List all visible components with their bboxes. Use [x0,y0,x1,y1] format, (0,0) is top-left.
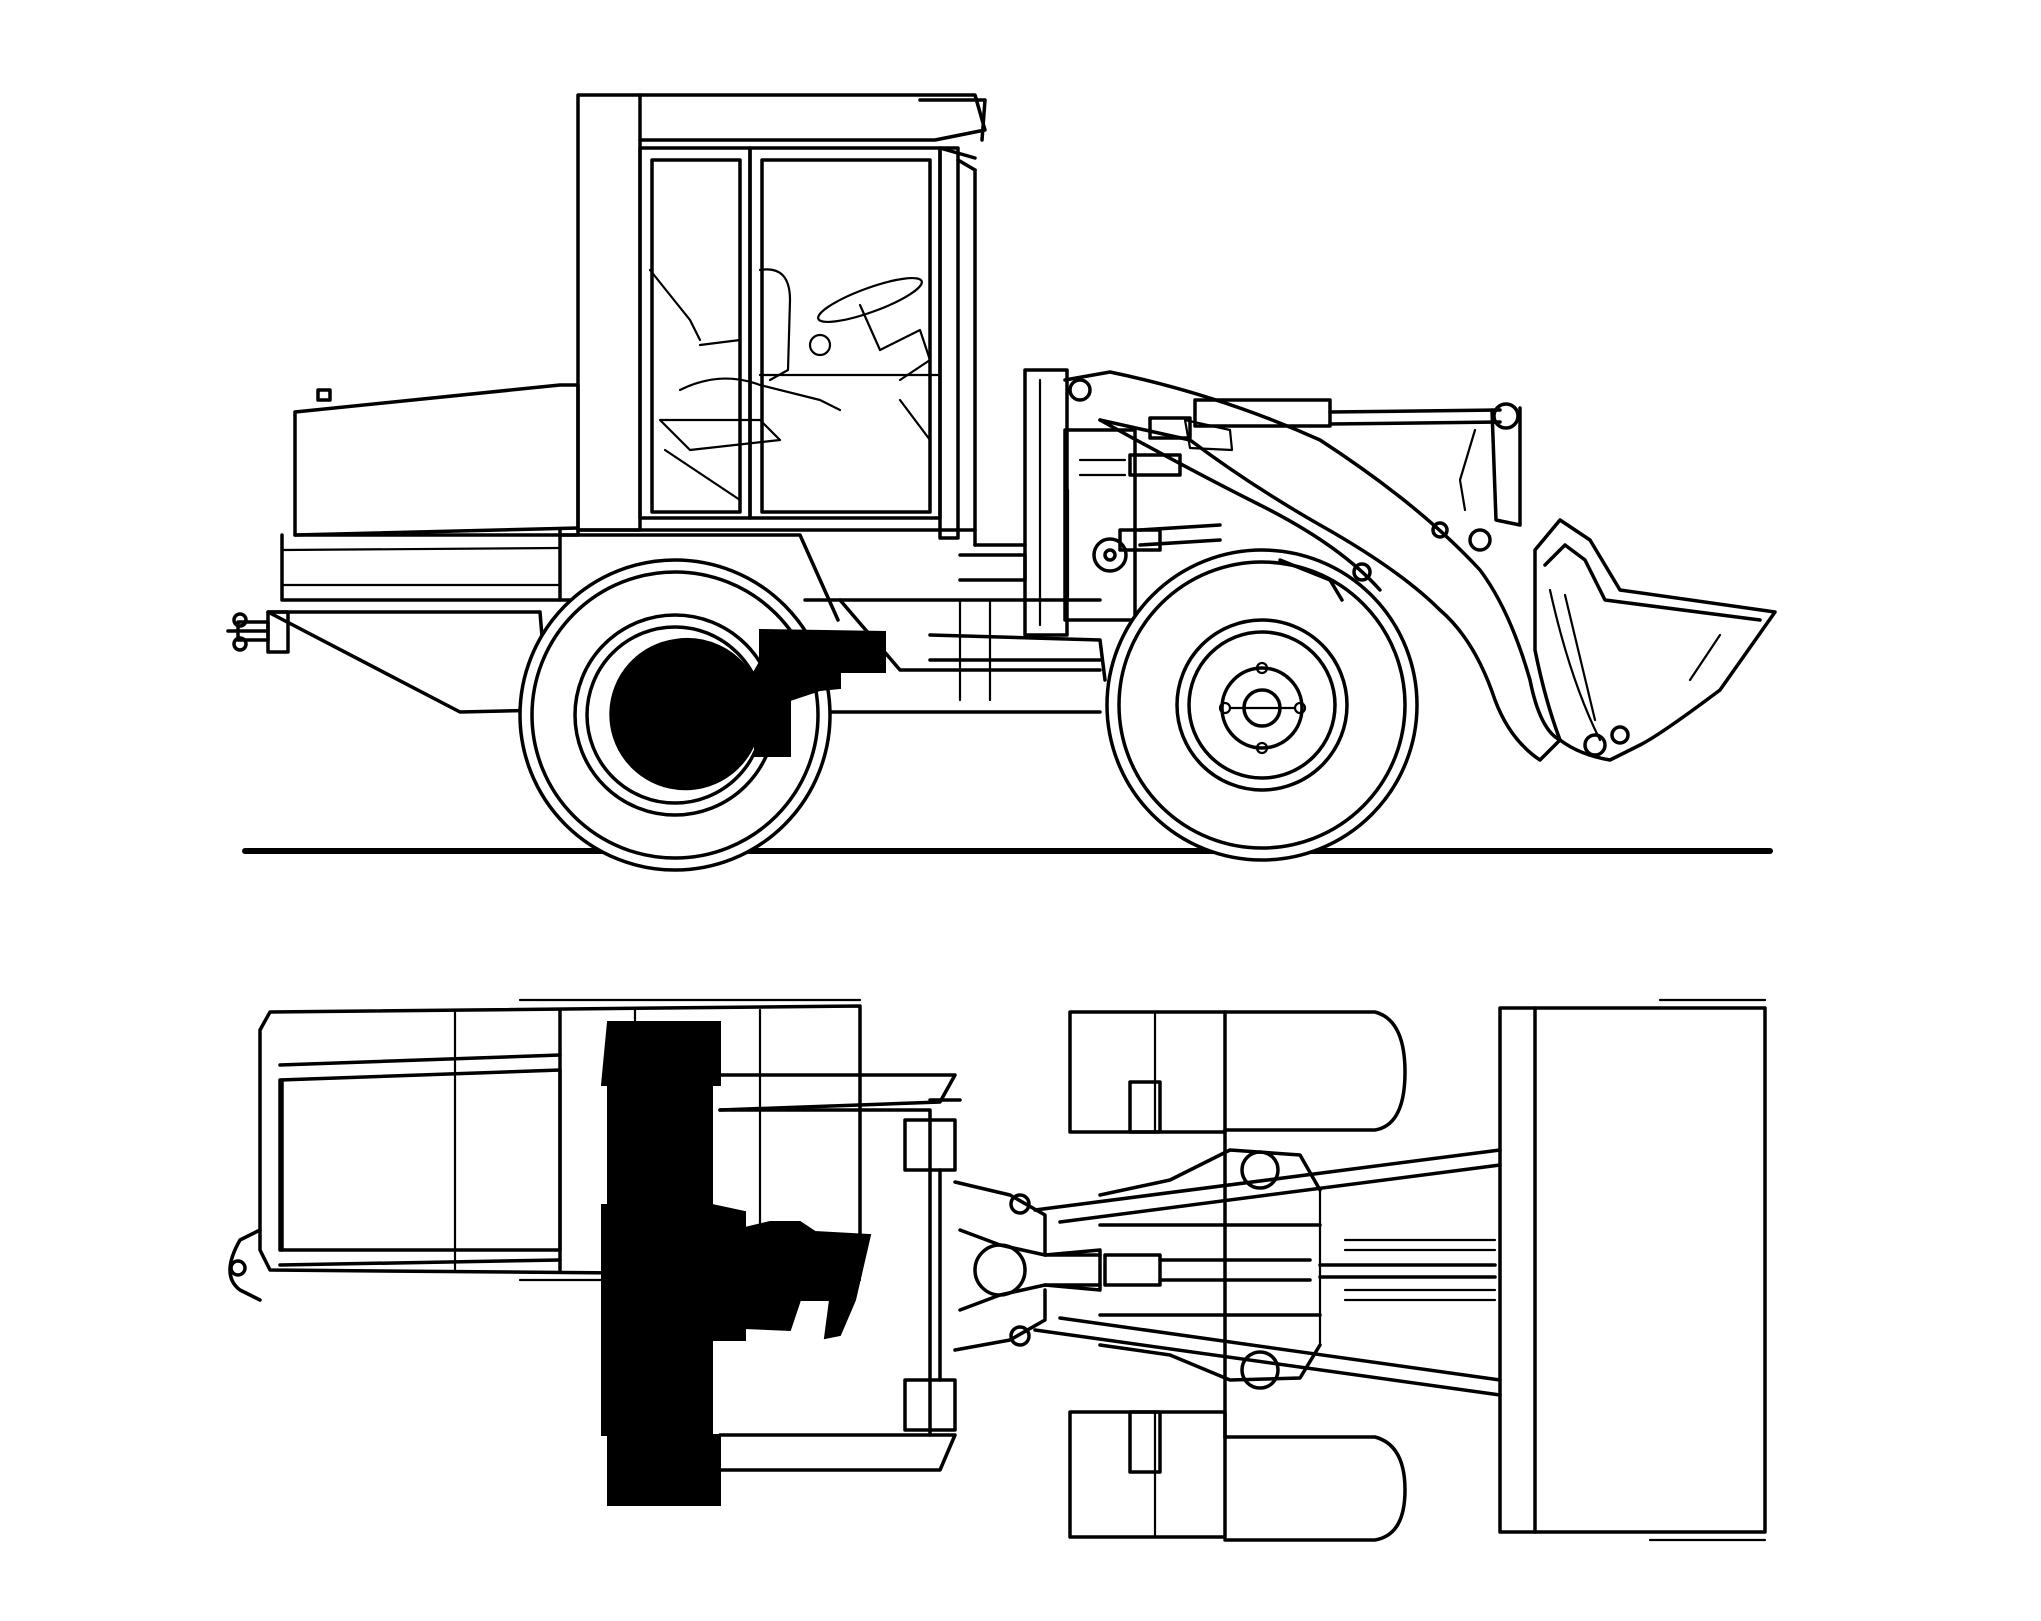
rear-axle-highlight [609,628,886,791]
side-view [226,93,1777,872]
rear-axle-plan [600,1021,872,1506]
front-wheels-plan [1068,1010,1407,1542]
rear-frame-plan [718,1073,962,1472]
front-wheel [1105,548,1419,862]
bucket-plan [1498,998,1767,1542]
boom-arms-plan [1033,1148,1502,1397]
bucket [1533,518,1777,762]
articulation-joint [953,1180,1102,1352]
tilt-cylinder [1118,398,1522,602]
rear-hitch-plan [228,1228,262,1302]
front-frame-plan [1043,1148,1497,1390]
cab [576,93,987,547]
rear-wheel [518,533,886,872]
top-view [228,998,1767,1542]
boom-arm [1063,370,1562,762]
tow-hitch [226,612,270,652]
